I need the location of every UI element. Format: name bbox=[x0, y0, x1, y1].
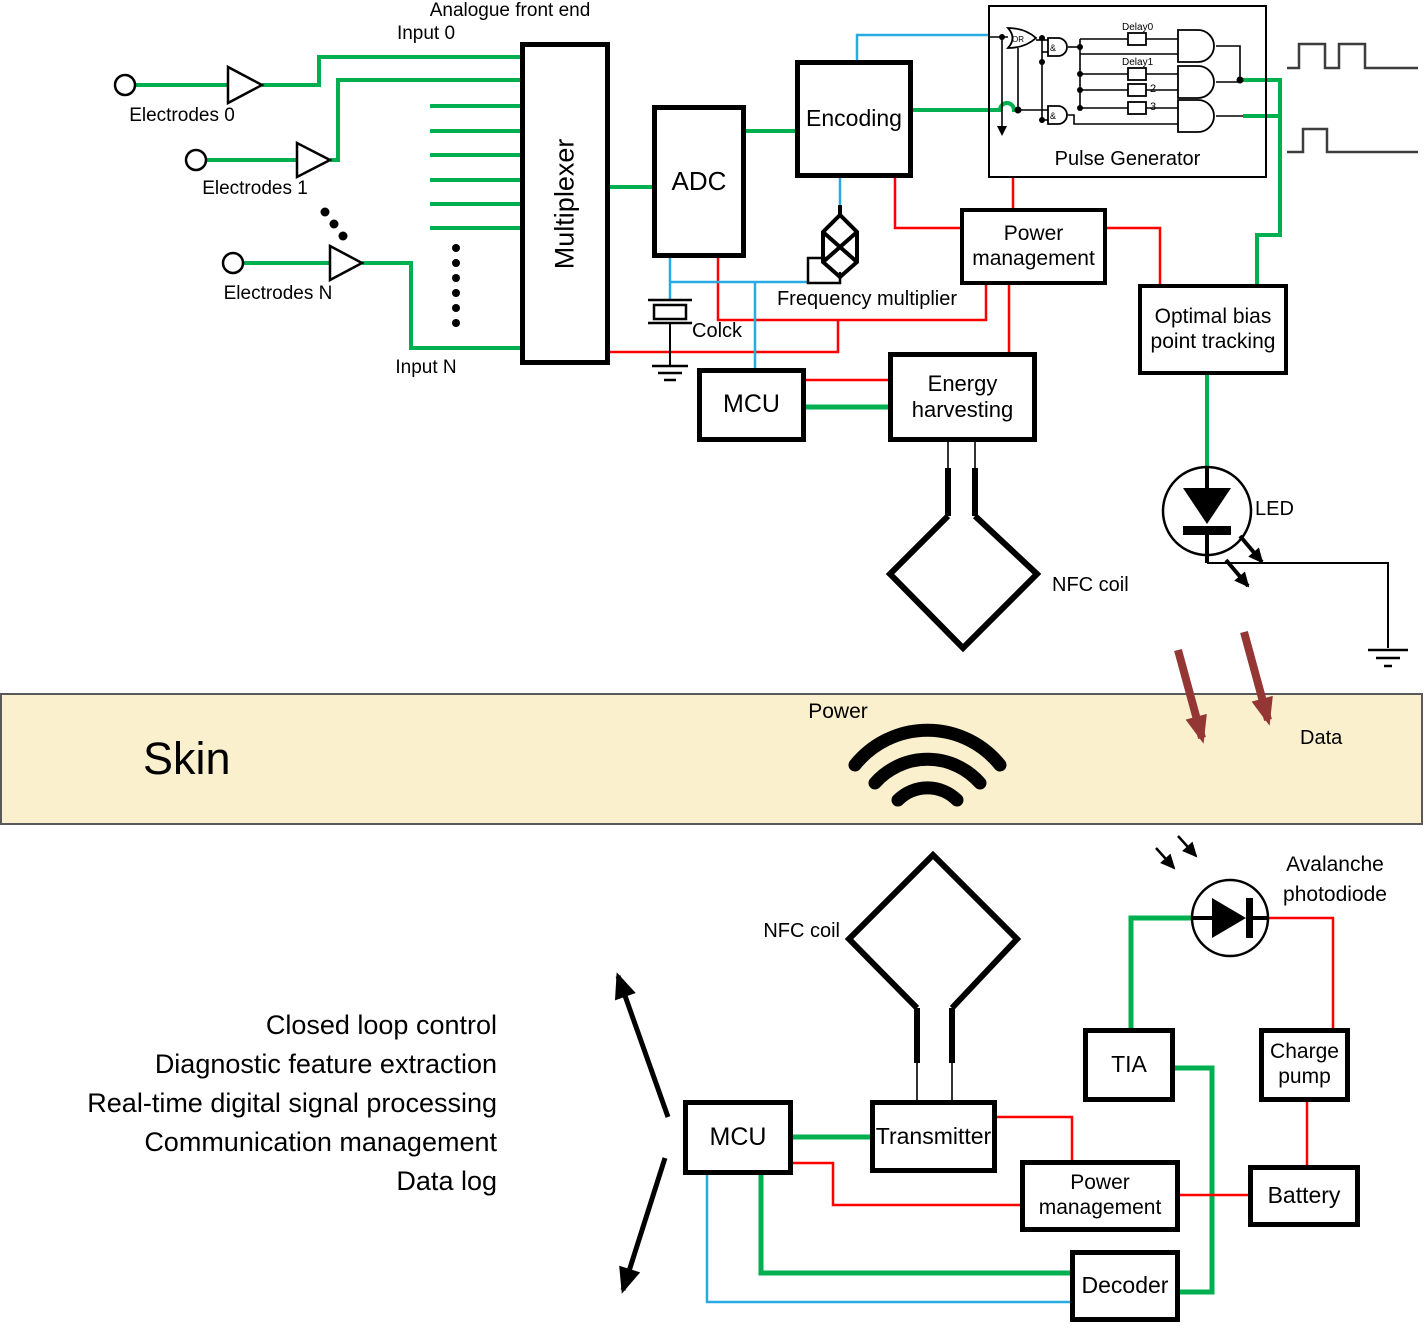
mcu-top-box: MCU bbox=[697, 368, 806, 442]
adc-label: ADC bbox=[671, 166, 727, 197]
nfc-coil-top-icon bbox=[885, 442, 1042, 653]
amplifier-0-icon bbox=[226, 64, 265, 106]
electrode-inputs bbox=[113, 55, 520, 350]
delay0-box bbox=[1127, 32, 1147, 46]
clock-wires-top bbox=[668, 33, 988, 368]
adc-box: ADC bbox=[652, 105, 746, 258]
power-wires-top bbox=[610, 178, 1162, 382]
transmitter-box: Transmitter bbox=[870, 1100, 997, 1173]
tia-box: TIA bbox=[1083, 1028, 1175, 1102]
encoding-box: Encoding bbox=[795, 60, 913, 178]
battery-label: Battery bbox=[1267, 1182, 1341, 1209]
multiplexer-label: Multiplexer bbox=[549, 138, 580, 269]
avalanche-photodiode-icon bbox=[1155, 835, 1270, 958]
pulse-generator-internals: OR & & Delay0 Delay1 2 3 bbox=[988, 22, 1244, 136]
amplifier-1-icon bbox=[295, 140, 333, 180]
encoding-label: Encoding bbox=[806, 105, 902, 132]
inputN-label: Input N bbox=[395, 357, 457, 378]
or-gate-icon bbox=[1005, 27, 1038, 49]
and-gate-c-icon bbox=[1177, 99, 1215, 133]
pulse-generator-box: Pulse Generator bbox=[988, 5, 1267, 178]
function-item: Closed loop control bbox=[265, 1010, 497, 1040]
mcu-function-list: Closed loop control Diagnostic feature e… bbox=[60, 1006, 497, 1201]
charge-pump-box: Charge pump bbox=[1259, 1028, 1350, 1102]
amplifier-n-icon bbox=[328, 243, 365, 283]
clock-label: Colck bbox=[692, 320, 743, 342]
nfc-coil-top-label: NFC coil bbox=[1052, 574, 1129, 596]
multiplexer-box: Multiplexer bbox=[520, 42, 610, 365]
delay2-label: 2 bbox=[1150, 83, 1156, 95]
power-wires-bottom bbox=[793, 916, 1335, 1207]
charge-pump-label: Charge pump bbox=[1270, 1040, 1339, 1088]
electrodesN-label: Electrodes N bbox=[223, 283, 333, 304]
and-gate-2-label: & bbox=[1050, 111, 1056, 121]
delay3-label: 3 bbox=[1150, 101, 1156, 113]
energy-harvesting-box: Energy harvesting bbox=[888, 352, 1037, 442]
frequency-multiplier-icon bbox=[806, 205, 859, 285]
power-management-bottom-label: Power management bbox=[1038, 1171, 1162, 1219]
function-item: Real-time digital signal processing bbox=[87, 1088, 497, 1118]
delay1-label: Delay1 bbox=[1122, 57, 1154, 68]
wifi-power-icon bbox=[848, 723, 1007, 807]
ellipsis-dots bbox=[320, 207, 460, 327]
nfc-coil-bottom-icon bbox=[844, 850, 1022, 1100]
and-gate-a-icon bbox=[1177, 29, 1215, 63]
power-management-bottom-box: Power management bbox=[1020, 1160, 1180, 1232]
electrode-n-terminal bbox=[221, 251, 245, 275]
optimal-bias-box: Optimal bias point tracking bbox=[1138, 284, 1288, 375]
function-item: Communication management bbox=[144, 1127, 497, 1157]
delay1-box bbox=[1127, 67, 1147, 81]
tia-label: TIA bbox=[1111, 1051, 1147, 1078]
delay0-label: Delay0 bbox=[1122, 22, 1154, 33]
afe-title: Analogue front end bbox=[429, 0, 591, 21]
skin-label: Skin bbox=[143, 733, 231, 784]
and-gate-icon bbox=[1047, 37, 1068, 57]
power-management-top-label: Power management bbox=[972, 221, 1095, 270]
pulse-waveform-icons bbox=[1287, 42, 1418, 154]
or-gate-label: OR bbox=[1012, 35, 1024, 44]
led-label: LED bbox=[1255, 498, 1294, 520]
data-arrows bbox=[1174, 630, 1273, 744]
energy-harvesting-label: Energy harvesting bbox=[911, 371, 1014, 422]
and-gate-label: & bbox=[1050, 43, 1056, 53]
nfc-coil-bottom-label: NFC coil bbox=[763, 920, 840, 942]
delay3-box bbox=[1127, 101, 1147, 115]
pulse-generator-label: Pulse Generator bbox=[1054, 148, 1201, 171]
mcu-bottom-box: MCU bbox=[683, 1100, 793, 1175]
electrode-1-terminal bbox=[184, 148, 208, 172]
decoder-label: Decoder bbox=[1081, 1272, 1169, 1299]
mcu-bottom-label: MCU bbox=[709, 1122, 767, 1151]
power-management-top-box: Power management bbox=[960, 208, 1107, 285]
optimal-bias-label: Optimal bias point tracking bbox=[1150, 304, 1276, 353]
mcu-function-arrows bbox=[614, 972, 671, 1294]
electrode-0-terminal bbox=[113, 73, 137, 97]
function-item: Diagnostic feature extraction bbox=[154, 1049, 497, 1079]
delay2-box bbox=[1127, 83, 1147, 97]
electrodes1-label: Electrodes 1 bbox=[202, 178, 308, 199]
led-icon bbox=[1161, 465, 1408, 668]
avalanche-photodiode-label: Avalanche photodiode bbox=[1283, 853, 1387, 907]
mcu-top-label: MCU bbox=[723, 390, 780, 419]
transmitter-label: Transmitter bbox=[875, 1122, 992, 1149]
and-gate-b-icon bbox=[1177, 65, 1215, 99]
function-item: Data log bbox=[396, 1166, 497, 1196]
input0-label: Input 0 bbox=[396, 23, 456, 44]
crystal-oscillator-icon bbox=[648, 298, 692, 382]
frequency-multiplier-label: Frequency multiplier bbox=[776, 288, 958, 310]
data-label: Data bbox=[1300, 727, 1343, 749]
and-gate-2-icon bbox=[1047, 105, 1068, 125]
decoder-box: Decoder bbox=[1070, 1250, 1180, 1322]
power-label: Power bbox=[808, 700, 868, 723]
electrodes0-label: Electrodes 0 bbox=[129, 105, 235, 126]
battery-box: Battery bbox=[1248, 1165, 1360, 1227]
